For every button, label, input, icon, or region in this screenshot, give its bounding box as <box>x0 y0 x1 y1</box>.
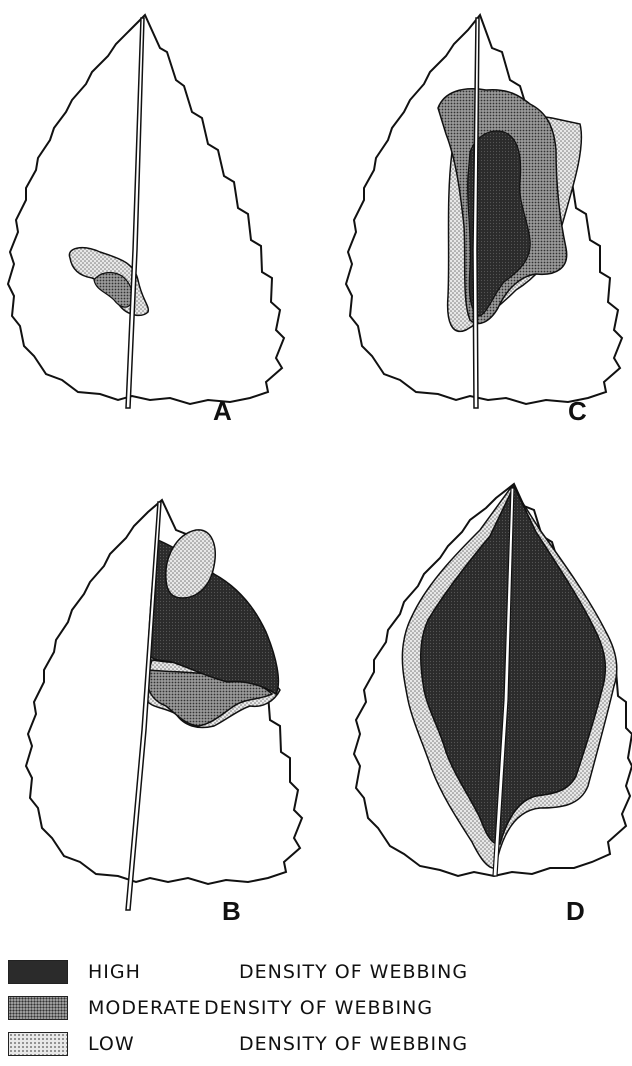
legend-level-low: LOW <box>88 1033 135 1055</box>
legend-label-moderate: DENSITY OF WEBBING <box>204 997 433 1019</box>
panel-label-d: D <box>566 896 585 926</box>
legend-swatch-low <box>8 1032 68 1056</box>
leaf-d: D <box>354 484 632 926</box>
legend-level-moderate: MODERATE <box>88 997 202 1019</box>
legend-label-high: DENSITY OF WEBBING <box>239 961 468 983</box>
leaf-c: C <box>346 15 622 426</box>
legend: HIGH DENSITY OF WEBBING MODERATE DENSITY… <box>6 956 566 1064</box>
leaf-a: A <box>8 15 284 426</box>
legend-item-low: LOW DENSITY OF WEBBING <box>6 1028 566 1064</box>
legend-label-low: DENSITY OF WEBBING <box>239 1033 468 1055</box>
legend-item-moderate: MODERATE DENSITY OF WEBBING <box>6 992 566 1028</box>
panel-label-b: B <box>222 896 241 926</box>
legend-swatch-high <box>8 960 68 984</box>
legend-level-high: HIGH <box>88 961 141 983</box>
panel-label-a: A <box>213 396 232 426</box>
panel-label-c: C <box>568 396 587 426</box>
leaf-a-outline <box>8 15 284 404</box>
legend-swatch-moderate <box>8 996 68 1020</box>
leaf-b: B <box>26 500 302 926</box>
legend-item-high: HIGH DENSITY OF WEBBING <box>6 956 566 992</box>
